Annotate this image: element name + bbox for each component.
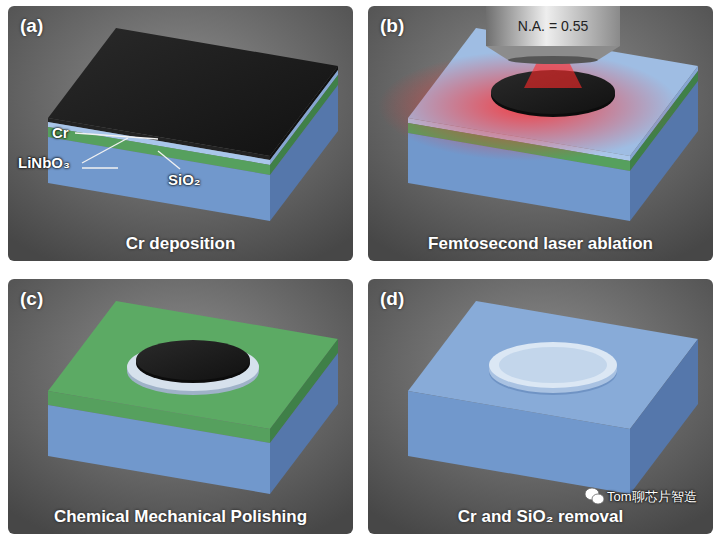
objective-label-holder: N.A. = 0.55 <box>486 18 620 35</box>
step-caption: Cr deposition <box>126 234 236 254</box>
step-caption: Chemical Mechanical Polishing <box>54 507 307 527</box>
step-panel: (c) Chemical Mechanical Polishing <box>8 279 353 534</box>
panel-d-art <box>368 279 713 534</box>
panel-letter: (a) <box>20 15 43 37</box>
step-panel: (b) Femtosecond laser ablation <box>368 6 713 261</box>
layer-label-holder: SiO₂ <box>168 171 201 189</box>
watermark: Tom聊芯片智造 <box>607 489 697 505</box>
step-caption: Femtosecond laser ablation <box>428 234 653 254</box>
layer-label-holder: Cr <box>52 124 69 142</box>
panel-letter: (b) <box>380 15 404 37</box>
panel-a-art <box>8 6 353 261</box>
layer-label-holder: LiNbO₃ <box>18 154 70 172</box>
layer-label: SiO₂ <box>168 171 201 189</box>
leader-lines <box>75 133 180 169</box>
layer-label: Cr <box>52 124 69 142</box>
panel-letter: (d) <box>380 288 404 310</box>
watermark-icon <box>585 488 604 504</box>
objective-label: N.A. = 0.55 <box>486 18 620 35</box>
panel-letter: (c) <box>20 288 43 310</box>
panel-b-art <box>368 2 713 261</box>
step-caption: Cr and SiO₂ removal <box>458 507 623 527</box>
watermark-holder: Tom聊芯片智造 <box>607 489 697 505</box>
panel-c-art <box>8 279 353 534</box>
layer-label: LiNbO₃ <box>18 154 70 172</box>
